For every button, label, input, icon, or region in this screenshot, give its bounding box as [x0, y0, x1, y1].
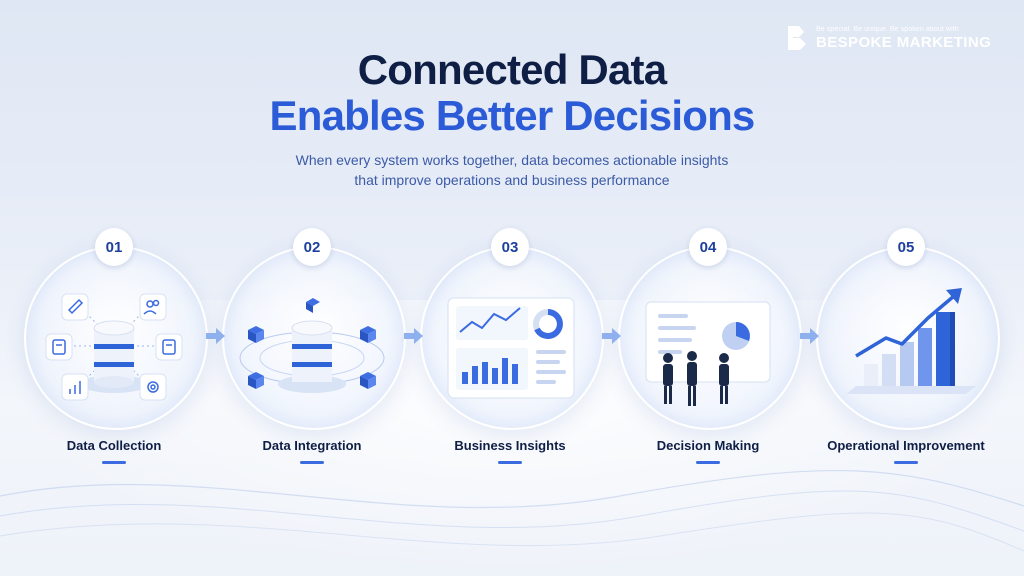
database-hub-icon — [45, 293, 183, 401]
brand-tagline: Be special. Be unique. Be spoken about w… — [816, 25, 959, 33]
arrow-right-icon — [800, 328, 819, 344]
title-line-1: Connected Data — [357, 46, 667, 93]
subtitle-line-2: that improve operations and business per… — [354, 172, 670, 188]
step-underline — [696, 461, 720, 464]
arrow-right-icon — [206, 328, 225, 344]
step-underline — [102, 461, 126, 464]
step-5: 05 Operational Improvement — [814, 228, 1000, 472]
step-label: Operational Improvement — [827, 438, 985, 453]
step-number: 05 — [887, 228, 925, 266]
background-wave — [0, 469, 1024, 552]
arrow-right-icon — [404, 328, 423, 344]
bespoke-logo-icon — [788, 26, 806, 50]
step-number: 03 — [491, 228, 529, 266]
brand-logo: Be special. Be unique. Be spoken about w… — [786, 24, 991, 52]
database-integration-icon — [239, 298, 385, 393]
step-label: Business Insights — [454, 438, 566, 453]
step-underline — [894, 461, 918, 464]
title-line-2: Enables Better Decisions — [269, 92, 756, 139]
step-number: 02 — [293, 228, 331, 266]
brand-name: BESPOKE MARKETING — [816, 33, 992, 51]
step-underline — [300, 461, 324, 464]
step-label: Data Collection — [66, 438, 162, 453]
growth-chart-icon — [846, 288, 976, 394]
arrow-right-icon — [602, 328, 621, 344]
step-number: 04 — [689, 228, 727, 266]
step-underline — [498, 461, 522, 464]
step-2: 02 Data Integration — [220, 228, 406, 472]
step-1: 01 Data Collection — [22, 228, 208, 472]
subtitle: When every system works together, data b… — [212, 150, 812, 190]
subtitle-line-1: When every system works together, data b… — [295, 152, 729, 168]
step-number: 01 — [95, 228, 133, 266]
team-presentation-icon — [645, 301, 771, 406]
step-4: 04 Decision Making — [616, 228, 802, 472]
step-label: Decision Making — [656, 438, 760, 453]
step-label: Data Integration — [262, 438, 362, 453]
dashboard-icon — [447, 297, 575, 399]
step-3: 03 Business Insights — [418, 228, 604, 472]
